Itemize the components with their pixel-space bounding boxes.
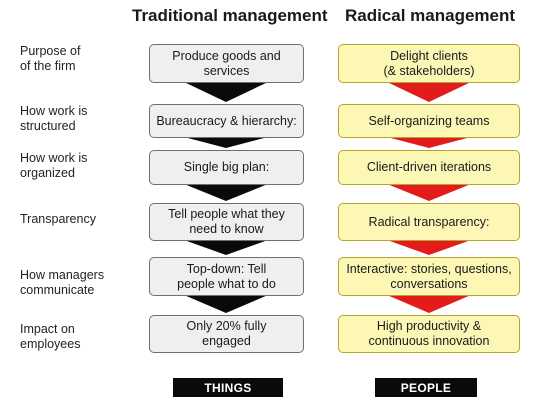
box-radical-communication: Interactive: stories, questions, convers… <box>338 257 520 296</box>
header-radical: Radical management <box>344 6 516 25</box>
arrow-radical-4 <box>387 240 471 255</box>
arrow-traditional-2 <box>184 137 268 148</box>
arrow-traditional-4 <box>184 240 268 255</box>
row-label-communication: How managers communicate <box>20 268 105 297</box>
row-label-transparency: Transparency <box>20 212 96 226</box>
header-traditional: Traditional management <box>132 6 328 25</box>
box-radical-organization: Client-driven iterations <box>338 150 520 185</box>
row-label-organization: How work is organized <box>20 151 88 180</box>
tag-people: PEOPLE <box>375 378 477 397</box>
arrow-radical-1 <box>387 82 471 102</box>
arrow-traditional-5 <box>184 295 268 313</box>
row-label-impact: Impact on employees <box>20 322 81 351</box>
tag-things: THINGS <box>173 378 283 397</box>
box-traditional-organization: Single big plan: <box>149 150 304 185</box>
box-traditional-communication: Top-down: Tell people what to do <box>149 257 304 296</box>
box-traditional-transparency: Tell people what they need to know <box>149 203 304 241</box>
box-radical-transparency: Radical transparency: <box>338 203 520 241</box>
box-radical-structure: Self-organizing teams <box>338 104 520 138</box>
arrow-radical-3 <box>387 184 471 201</box>
box-traditional-impact: Only 20% fully engaged <box>149 315 304 353</box>
box-radical-impact: High productivity & continuous innovatio… <box>338 315 520 353</box>
arrow-radical-5 <box>387 295 471 313</box>
arrow-traditional-3 <box>184 184 268 201</box>
arrow-radical-2 <box>387 137 471 148</box>
row-label-structure: How work is structured <box>20 104 88 133</box>
row-label-purpose: Purpose of of the firm <box>20 44 81 73</box>
arrow-traditional-1 <box>184 82 268 102</box>
box-traditional-structure: Bureaucracy & hierarchy: <box>149 104 304 138</box>
box-radical-purpose: Delight clients (& stakeholders) <box>338 44 520 83</box>
box-traditional-purpose: Produce goods and services <box>149 44 304 83</box>
